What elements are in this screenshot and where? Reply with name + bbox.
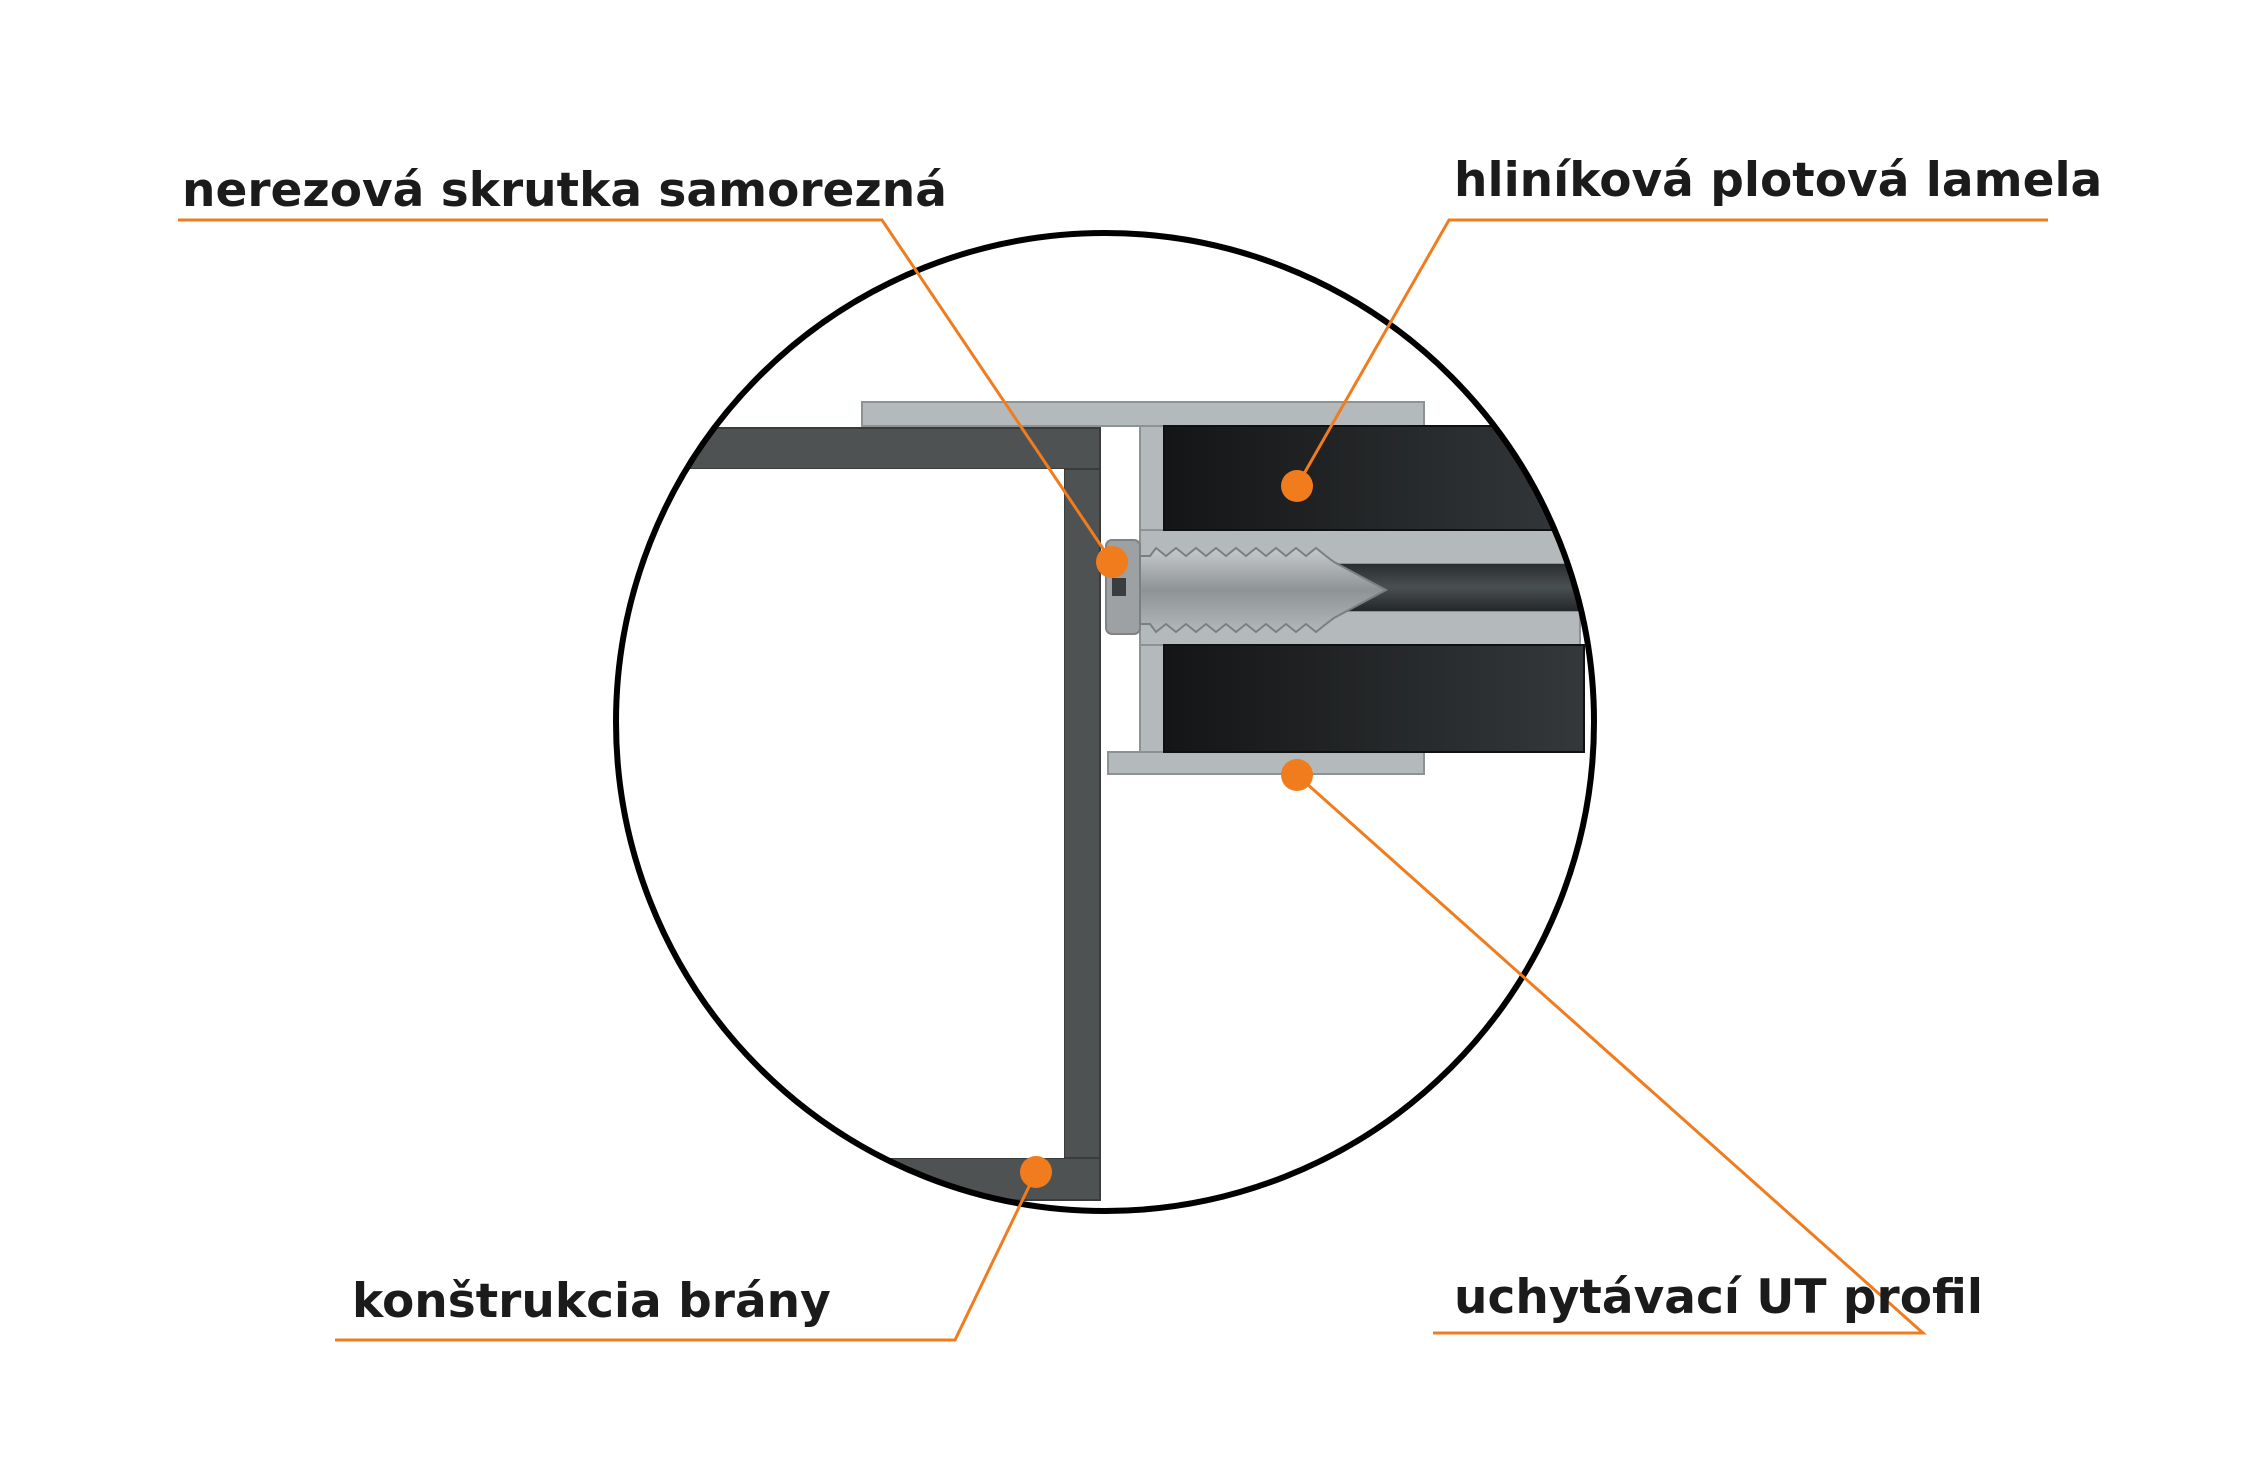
label-slat: hliníková plotová lamela [1454, 153, 2102, 208]
slat-lower [1163, 644, 1585, 753]
label-ut-profile: uchytávací UT profil [1454, 1270, 1983, 1325]
callout-lines [178, 218, 2048, 1342]
screw-slot [1112, 578, 1126, 596]
screw-shank [1139, 546, 1389, 634]
detail-view [616, 401, 1585, 1201]
callout-dots [1020, 470, 1313, 1188]
callout-dot-gate-frame [1020, 1156, 1052, 1188]
callout-dot-slat [1281, 470, 1313, 502]
slat-upper [1163, 425, 1585, 531]
label-gate-frame: konštrukcia brány [352, 1274, 831, 1329]
callout-line-ut-profile [1296, 773, 1927, 1335]
label-screw: nerezová skrutka samorezná [182, 163, 947, 218]
callout-dot-screw [1096, 546, 1128, 578]
callout-line-screw [178, 218, 1114, 563]
gate-frame-hollow-inner [616, 469, 1064, 1158]
gate-frame-wall [1063, 427, 1101, 1201]
detail-circle [613, 230, 1597, 1214]
callout-dot-ut-profile [1281, 759, 1313, 791]
callout-line-slat [1295, 218, 2048, 487]
callout-line-gate-frame [335, 1171, 1038, 1342]
